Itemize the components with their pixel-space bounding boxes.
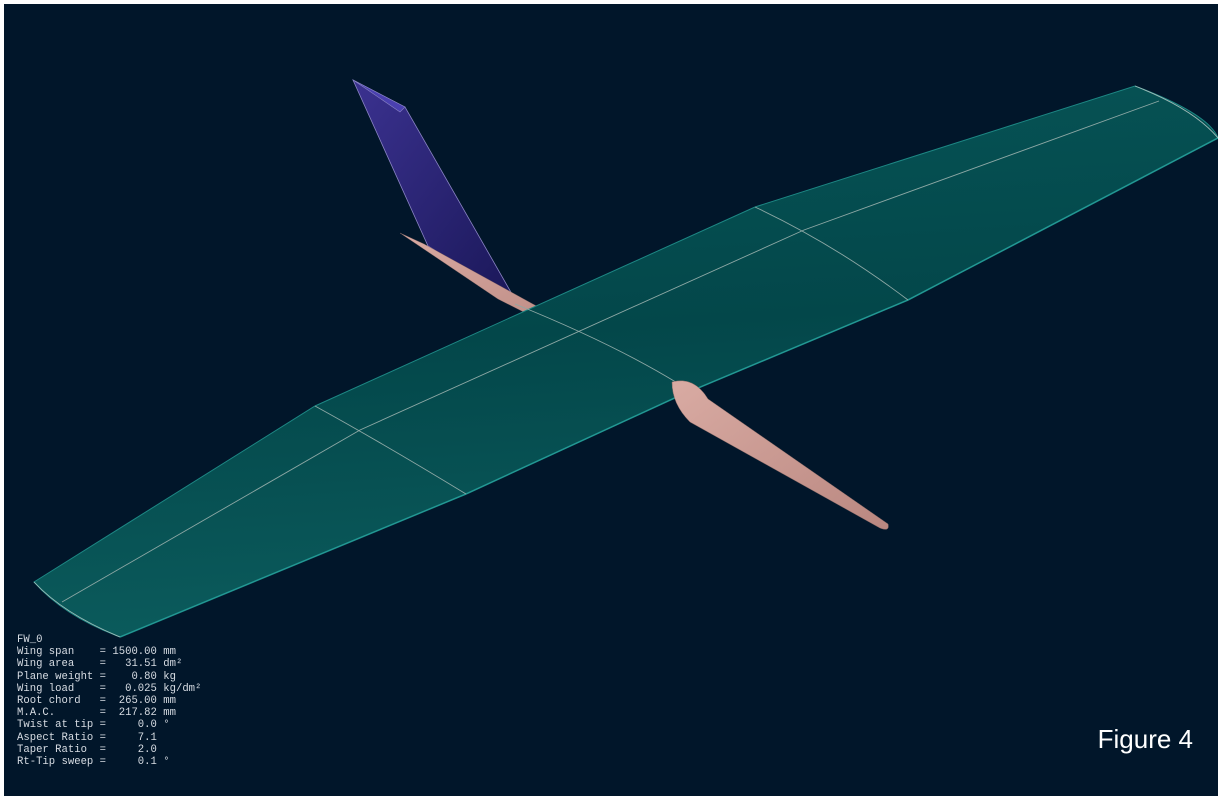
property-label: Wing span	[17, 646, 100, 659]
property-unit: kg/dm²	[163, 682, 202, 695]
property-row: M.A.C. = 217.82 mm	[17, 707, 176, 720]
property-label: Rt-Tip sweep	[17, 755, 100, 768]
property-unit: °	[163, 719, 170, 732]
property-label: M.A.C.	[17, 707, 100, 720]
property-unit: dm²	[163, 658, 183, 671]
property-value: 0.025	[112, 682, 157, 695]
property-label: Aspect Ratio	[17, 731, 100, 744]
property-value: 0.0	[112, 719, 157, 732]
property-row: Root chord = 265.00 mm	[17, 694, 176, 707]
property-unit: °	[163, 755, 170, 768]
property-row: Wing load = 0.025 kg/dm²	[17, 682, 202, 695]
property-unit: mm	[163, 694, 176, 707]
property-value: 217.82	[112, 707, 157, 720]
property-value: 2.0	[112, 743, 157, 756]
vertical-fin	[352, 79, 517, 302]
property-value: 31.51	[112, 658, 157, 671]
property-value: 7.1	[112, 731, 157, 744]
property-value: 1500.00	[112, 646, 157, 659]
plane-model[interactable]	[4, 4, 1218, 796]
property-label: Plane weight	[17, 670, 100, 683]
property-value: 265.00	[112, 694, 157, 707]
property-label: Wing load	[17, 682, 100, 695]
property-row: Wing span = 1500.00 mm	[17, 646, 176, 659]
property-row: Taper Ratio = 2.0	[17, 743, 157, 756]
plane-name: FW_0	[17, 634, 43, 646]
property-unit: mm	[163, 707, 176, 720]
property-unit: kg	[163, 670, 176, 683]
property-row: Twist at tip = 0.0 °	[17, 719, 170, 732]
property-row: Wing area = 31.51 dm²	[17, 658, 183, 671]
property-row: Rt-Tip sweep = 0.1 °	[17, 755, 170, 768]
property-label: Root chord	[17, 694, 100, 707]
main-wing	[33, 85, 1218, 638]
property-value: 0.1	[112, 755, 157, 768]
figure-label: Figure 4	[1097, 724, 1193, 754]
property-row: Plane weight = 0.80 kg	[17, 670, 176, 683]
property-label: Twist at tip	[17, 719, 100, 732]
fuselage-nose	[671, 380, 889, 530]
property-value: 0.80	[112, 670, 157, 683]
property-label: Taper Ratio	[17, 743, 100, 756]
property-row: Aspect Ratio = 7.1	[17, 731, 157, 744]
property-unit: mm	[163, 646, 176, 659]
property-label: Wing area	[17, 658, 100, 671]
